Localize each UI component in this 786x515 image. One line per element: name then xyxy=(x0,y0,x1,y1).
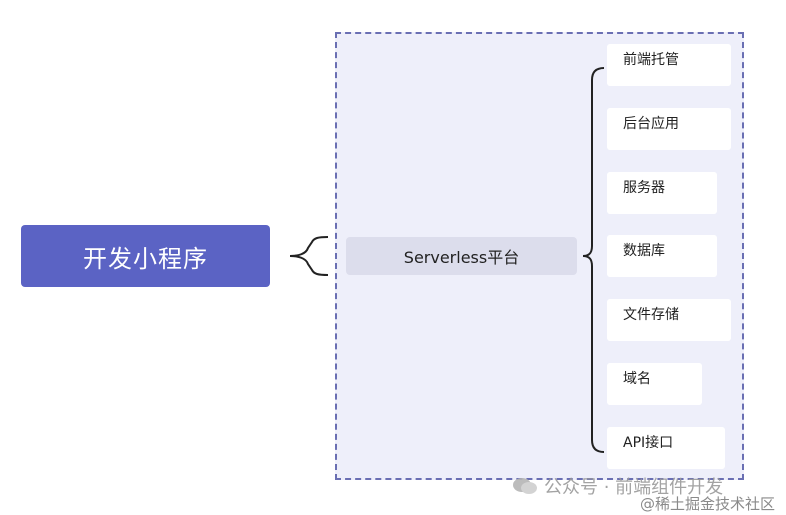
watermark-account-text: 公众号 · 前端组件开发 xyxy=(544,477,724,498)
root-node: 开发小程序 xyxy=(21,225,270,287)
leaf-item-backend-app: 后台应用 xyxy=(607,108,731,150)
root-brace-lower xyxy=(289,255,329,276)
leaf-brace-lower xyxy=(582,255,605,453)
root-brace xyxy=(289,236,329,257)
watermark-account: 公众号 · 前端组件开发 xyxy=(512,473,723,499)
leaf-item-file-storage: 文件存储 xyxy=(607,299,731,341)
serverless-platform-node: Serverless平台 xyxy=(346,237,577,275)
wechat-icon xyxy=(513,478,537,494)
leaf-item-database: 数据库 xyxy=(607,235,717,277)
leaf-item-api: API接口 xyxy=(607,427,725,469)
leaf-brace xyxy=(582,67,605,257)
leaf-item-domain: 域名 xyxy=(607,363,702,405)
leaf-item-server: 服务器 xyxy=(607,172,717,214)
leaf-item-frontend-hosting: 前端托管 xyxy=(607,44,731,86)
watermark-community: @稀土掘金技术社区 xyxy=(640,495,776,513)
